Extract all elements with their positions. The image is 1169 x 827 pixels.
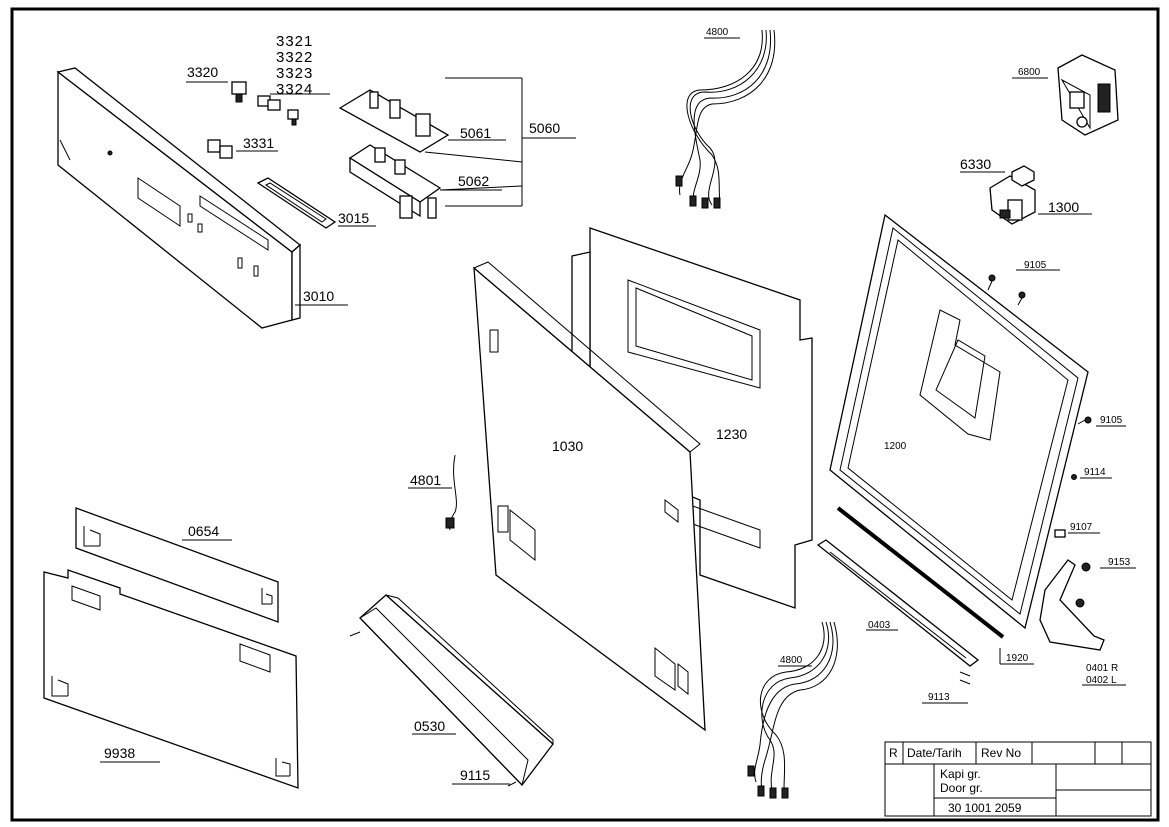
plate-9938: [43, 569, 299, 789]
label-0654: 0654: [188, 523, 219, 539]
label-4801: 4801: [410, 472, 441, 488]
label-3010: 3010: [303, 288, 334, 304]
title-block: [884, 741, 1152, 817]
kick-plate-0530: [349, 594, 554, 787]
title-block-col-date: Date/Tarih: [907, 746, 962, 760]
group-bracket-5060: [424, 77, 576, 207]
label-0530: 0530: [414, 718, 445, 734]
electronics-board-5062: [348, 144, 442, 219]
label-9107: 9107: [1070, 522, 1093, 533]
knobs-3321-3324: [257, 95, 299, 126]
label-1230: 1230: [716, 426, 747, 442]
cable-harness-4800-top: [675, 29, 776, 209]
title-block-col-rev: Rev No: [981, 746, 1021, 760]
label-3320: 3320: [187, 64, 218, 80]
label-3323: 3323: [276, 65, 313, 82]
label-9114: 9114: [1084, 467, 1106, 478]
label-3324: 3324: [276, 81, 313, 98]
label-5060: 5060: [529, 120, 560, 136]
label-4800-top: 4800: [706, 27, 729, 38]
label-5061: 5061: [460, 125, 491, 141]
hinge-0401-0402: [1039, 559, 1105, 651]
label-6800: 6800: [1018, 67, 1041, 78]
screw-9114: [1071, 474, 1077, 480]
label-0401: 0401 R: [1086, 663, 1118, 674]
label-9115: 9115: [460, 767, 490, 783]
inner-door-1200: [829, 213, 1089, 630]
label-5062: 5062: [458, 173, 489, 189]
label-3331: 3331: [243, 135, 274, 151]
label-9153: 9153: [1108, 557, 1131, 568]
knob-3331: [207, 139, 233, 159]
title-block-title-en: Door gr.: [940, 781, 983, 795]
sheet-border: [10, 7, 1160, 822]
label-4800-bottom: 4800: [780, 655, 803, 666]
label-1920: 1920: [1006, 653, 1029, 664]
label-9113: 9113: [928, 692, 950, 703]
label-9105-top: 9105: [1024, 260, 1047, 271]
label-9938: 9938: [104, 745, 135, 761]
title-block-col-r: R: [889, 746, 898, 760]
title-block-title-tr: Kapi gr.: [940, 767, 981, 781]
electronics-board-5061: [338, 89, 450, 153]
clip-9107: [1054, 529, 1066, 538]
knob-3320: [231, 81, 247, 103]
detergent-dispenser-6800: [1057, 54, 1119, 136]
door-lock-1300: [989, 175, 1036, 225]
screws-9105: [987, 274, 1092, 425]
screw-9115: [507, 781, 517, 787]
screws-9113: [959, 671, 971, 685]
cable-4801: [445, 454, 457, 531]
switch-6330: [1011, 165, 1035, 187]
label-3015: 3015: [338, 210, 369, 226]
cable-harness-4800-bottom: [747, 621, 838, 799]
label-3321: 3321: [276, 33, 313, 50]
label-1030: 1030: [552, 438, 583, 454]
label-9105-right: 9105: [1100, 415, 1123, 426]
display-strip-3015: [256, 177, 337, 229]
label-0403: 0403: [868, 620, 891, 631]
control-panel-3010: [56, 67, 302, 329]
label-1200: 1200: [884, 441, 907, 452]
outer-door-1030: [473, 261, 706, 732]
title-block-doc-number: 30 1001 2059: [948, 801, 1022, 815]
plate-0654: [75, 507, 279, 623]
label-3322: 3322: [276, 49, 313, 66]
label-0402: 0402 L: [1086, 675, 1117, 686]
label-1300: 1300: [1048, 199, 1079, 215]
bottom-rail-0403: [816, 539, 980, 667]
label-6330: 6330: [960, 156, 991, 172]
gasket-1920: [836, 506, 1005, 639]
